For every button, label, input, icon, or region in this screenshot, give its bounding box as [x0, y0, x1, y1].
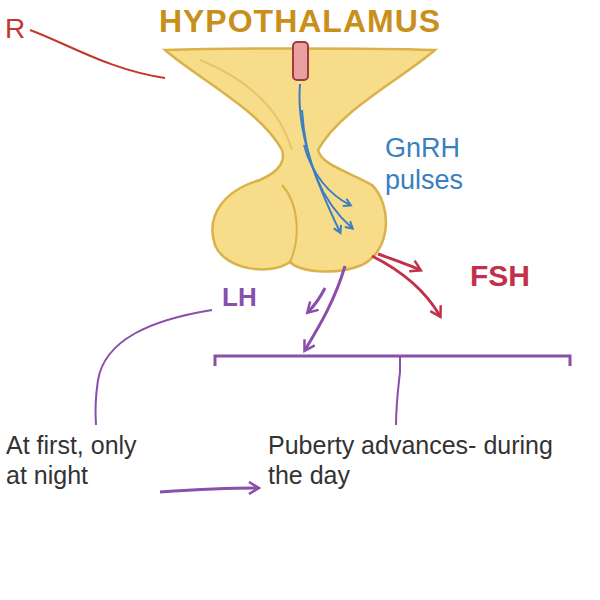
leader-line	[396, 356, 400, 425]
hormone-label: FSH	[470, 258, 570, 294]
hormone-label: GnRH pulses	[385, 132, 535, 197]
leader-line	[30, 30, 165, 78]
structure-title: HYPOTHALAMUS	[110, 2, 490, 40]
note-text: Puberty advances- during the day	[268, 430, 594, 490]
hormone-label: LH	[222, 282, 292, 313]
gnrh-neuron	[293, 42, 308, 80]
funnel-shading	[200, 60, 292, 150]
lh-arrow	[308, 288, 325, 312]
lh-arrow	[305, 266, 345, 350]
bracket	[215, 356, 570, 366]
gnrh-arrow	[304, 145, 350, 205]
leader-line	[95, 310, 212, 425]
cut-off-label: R	[5, 12, 45, 46]
lobe-division	[282, 185, 297, 262]
note-text: At first, only at night	[6, 430, 146, 490]
fsh-arrow	[378, 254, 420, 270]
progression-arrow	[160, 488, 258, 492]
gnrh-arrow	[302, 110, 352, 228]
